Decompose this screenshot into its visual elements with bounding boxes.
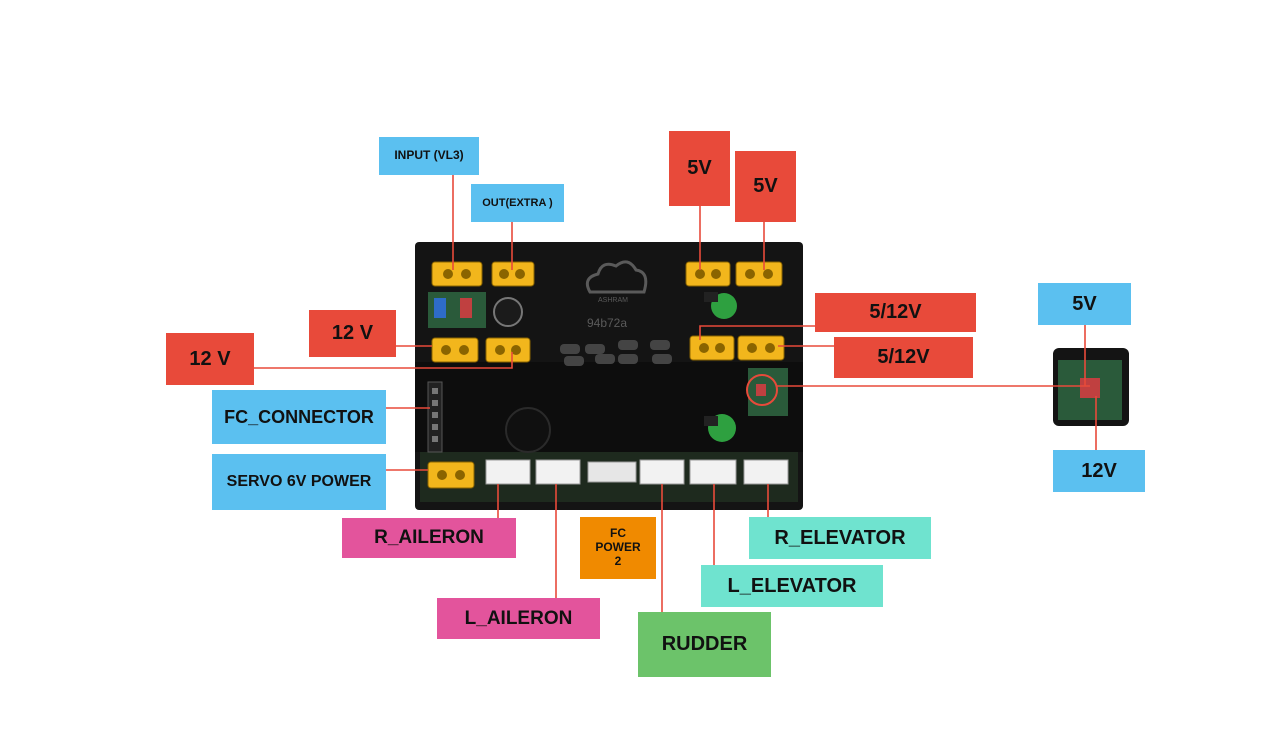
xt-connector-512v-right bbox=[737, 335, 785, 361]
board-serial: 94b72a bbox=[587, 316, 627, 330]
xt-connector-5v-right bbox=[735, 261, 783, 287]
green-regulator-bottom bbox=[704, 414, 736, 442]
label-5v-left: 5V bbox=[669, 131, 730, 206]
logo-text: ASHRAM bbox=[598, 297, 628, 304]
label-r-elevator: R_ELEVATOR bbox=[749, 517, 931, 559]
leader-lines bbox=[254, 175, 1097, 612]
label-5v-right: 5V bbox=[735, 151, 796, 222]
xt-connector-out-extra bbox=[491, 261, 535, 287]
label-r-aileron: R_AILERON bbox=[342, 518, 516, 558]
label-l-elevator: L_ELEVATOR bbox=[701, 565, 883, 607]
label-inset-12v: 12V bbox=[1053, 450, 1145, 492]
voltage-jumper bbox=[746, 368, 788, 416]
fc-connector-header bbox=[427, 381, 443, 453]
switch-block bbox=[428, 292, 486, 328]
servo-connector-r-elevator bbox=[743, 459, 789, 485]
servo-connector-rudder bbox=[639, 459, 685, 485]
label-rudder: RUDDER bbox=[638, 612, 771, 677]
round-component bbox=[505, 407, 551, 453]
label-fc-power-2: FC POWER 2 bbox=[580, 517, 656, 579]
xt-connector-input bbox=[431, 261, 483, 287]
label-512v-lower: 5/12V bbox=[834, 337, 973, 378]
green-regulator-top bbox=[704, 292, 737, 319]
xt-connector-12v-right bbox=[485, 337, 531, 363]
label-out-extra: OUT(EXTRA ) bbox=[471, 184, 564, 222]
jumper-inset-image bbox=[1053, 348, 1129, 426]
servo-connector-l-aileron bbox=[535, 459, 581, 485]
label-servo-6v-power: SERVO 6V POWER bbox=[212, 454, 386, 510]
servo-connector-r-aileron bbox=[485, 459, 531, 485]
label-l-aileron: L_AILERON bbox=[437, 598, 600, 639]
xt-connector-servo-power bbox=[427, 461, 475, 489]
ashram-cloud-logo: ASHRAM 94b72a bbox=[585, 260, 648, 330]
label-input-vl3: INPUT (VL3) bbox=[379, 137, 479, 175]
xt-connector-12v-left bbox=[431, 337, 479, 363]
label-fc-connector: FC_CONNECTOR bbox=[212, 390, 386, 444]
capacitor bbox=[493, 297, 523, 327]
label-12v-lower: 12 V bbox=[166, 333, 254, 385]
servo-connector-l-elevator bbox=[689, 459, 737, 485]
fc-power-2-connector bbox=[587, 461, 637, 483]
xt-connector-5v-left bbox=[685, 261, 731, 287]
board-pads bbox=[560, 340, 672, 366]
label-12v-upper: 12 V bbox=[309, 310, 396, 357]
label-512v-upper: 5/12V bbox=[815, 293, 976, 332]
xt-connector-512v-left bbox=[689, 335, 735, 361]
label-inset-5v: 5V bbox=[1038, 283, 1131, 325]
